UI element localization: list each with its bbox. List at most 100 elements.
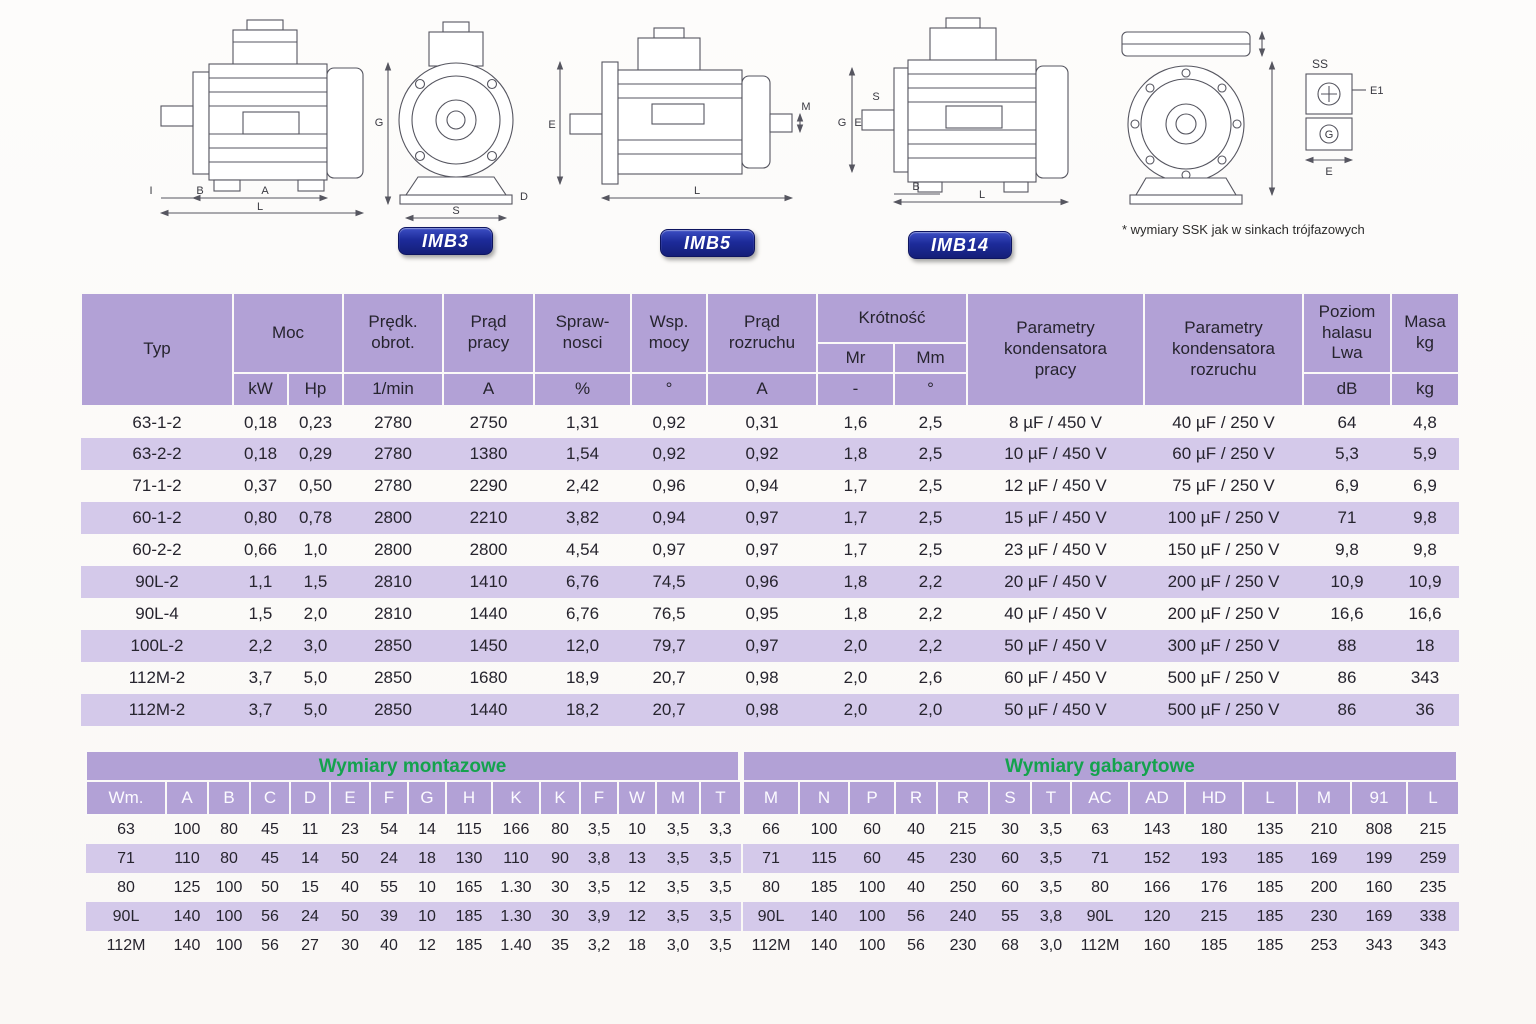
table-cell: 0,98 bbox=[745, 668, 779, 687]
table-cell: 343 bbox=[1419, 936, 1447, 954]
table-cell: 2850 bbox=[374, 636, 412, 655]
column-header: % bbox=[533, 372, 632, 407]
table-cell: 2780 bbox=[374, 476, 412, 495]
ss-label: SS bbox=[1312, 57, 1328, 71]
table-cell: 2810 bbox=[374, 572, 412, 591]
col-krotnosc: Krótność bbox=[816, 292, 968, 344]
table-cell: 100 µF / 250 V bbox=[1167, 508, 1280, 527]
column-header: F bbox=[369, 780, 409, 816]
table-cell: 10 bbox=[418, 878, 436, 896]
table-cell: 120 bbox=[1143, 907, 1171, 925]
table-cell: 215 bbox=[1419, 821, 1447, 838]
table-cell: 3,7 bbox=[248, 700, 273, 719]
table-cell: 0,96 bbox=[745, 572, 779, 591]
table-cell: 2,2 bbox=[248, 636, 273, 655]
dim-label: A bbox=[261, 185, 269, 197]
dim-label: G bbox=[1325, 129, 1334, 141]
drawing-ss-detail bbox=[1304, 73, 1366, 164]
table-cell: 0,97 bbox=[745, 508, 779, 527]
table-cell: 1,8 bbox=[843, 572, 868, 591]
table-cell: 1380 bbox=[469, 444, 508, 463]
table-cell: 240 bbox=[949, 907, 977, 925]
table-cell: 0,92 bbox=[745, 444, 779, 463]
table-cell: 112M-2 bbox=[128, 668, 186, 687]
table-cell: 56 bbox=[907, 936, 925, 954]
table-cell: 20,7 bbox=[652, 668, 686, 687]
col-poziom-halasu: Poziom halasu Lwa bbox=[1302, 292, 1392, 374]
table-cell: 63 bbox=[117, 821, 135, 838]
table-cell: 18 bbox=[418, 849, 436, 867]
table-cell: 63 bbox=[1091, 821, 1109, 838]
table-cell: 2,5 bbox=[918, 476, 943, 495]
table-cell: 100 bbox=[858, 936, 886, 954]
table-cell: 135 bbox=[1256, 821, 1284, 838]
table-cell: 140 bbox=[810, 907, 838, 925]
column-header: 1/min bbox=[342, 372, 444, 407]
col-sprawnosc: Spraw- nosci bbox=[533, 292, 632, 374]
table-cell: 5,0 bbox=[303, 668, 328, 687]
dim-label: E bbox=[854, 117, 861, 129]
table-cell: 112M bbox=[1080, 936, 1120, 954]
table-cell: 0,18 bbox=[243, 412, 278, 432]
table-cell: 185 bbox=[1256, 849, 1284, 867]
dim-label: E1 bbox=[1370, 85, 1383, 97]
table-cell: 1410 bbox=[469, 572, 508, 591]
table-cell: 1,54 bbox=[565, 444, 600, 463]
table-cell: 1.40 bbox=[500, 936, 532, 954]
table-cell: 185 bbox=[455, 936, 483, 954]
table-cell: 185 bbox=[1256, 936, 1284, 954]
table-cell: 2,0 bbox=[918, 700, 943, 719]
col-predkosc: Prędk. obrot. bbox=[342, 292, 444, 374]
table-cell: 3,8 bbox=[1039, 907, 1063, 925]
table-cell: 71 bbox=[117, 849, 135, 867]
table-cell: 80 bbox=[117, 878, 135, 896]
drawing-imb3-front-view bbox=[384, 21, 514, 222]
table-cell: 343 bbox=[1410, 668, 1440, 687]
table-cell: 112M bbox=[106, 936, 146, 954]
column-header: H bbox=[445, 780, 493, 816]
dim-label: G bbox=[375, 117, 384, 129]
table-cell: 100 bbox=[173, 821, 201, 838]
table-cell: 808 bbox=[1365, 821, 1393, 838]
table-cell: 3,5 bbox=[666, 907, 690, 925]
table-cell: 2,5 bbox=[918, 412, 943, 432]
drawing-flange-front-view bbox=[1121, 30, 1276, 205]
table-cell: 20 µF / 450 V bbox=[1004, 572, 1107, 591]
table-cell: 112M-2 bbox=[128, 700, 186, 719]
column-header: S bbox=[988, 780, 1032, 816]
dim-label: L bbox=[979, 189, 985, 201]
table-cell: 3,5 bbox=[587, 878, 611, 896]
table-cell: 2810 bbox=[374, 604, 412, 623]
table-cell: 115 bbox=[456, 821, 482, 838]
drawing-imb5-side-view bbox=[556, 27, 804, 202]
table-cell: 45 bbox=[261, 849, 279, 867]
table-cell: 71-1-2 bbox=[132, 476, 182, 495]
dim-label: B bbox=[196, 185, 203, 197]
column-header: G bbox=[407, 780, 447, 816]
table-cell: 2,0 bbox=[843, 636, 868, 655]
col-kondensator-rozruchu: Parametry kondensatora rozruchu bbox=[1143, 292, 1304, 407]
column-header: kg bbox=[1390, 372, 1460, 407]
table-cell: 60-2-2 bbox=[132, 540, 182, 559]
column-header: M bbox=[742, 780, 800, 816]
table-cell: 68 bbox=[1001, 936, 1019, 954]
table-cell: 110 bbox=[503, 849, 529, 867]
table-cell: 0,97 bbox=[745, 636, 779, 655]
table-cell: 56 bbox=[261, 936, 279, 954]
table-cell: 12 µF / 450 V bbox=[1004, 476, 1107, 495]
table-cell: 3,5 bbox=[709, 936, 732, 954]
table-cell: 140 bbox=[173, 936, 201, 954]
table-cell: 185 bbox=[1256, 907, 1284, 925]
table-cell: 80 bbox=[220, 821, 238, 838]
table-cell: 140 bbox=[173, 907, 201, 925]
table-cell: 90 bbox=[551, 849, 569, 867]
table-cell: 100 bbox=[215, 878, 243, 896]
table-cell: 500 µF / 250 V bbox=[1167, 700, 1280, 719]
table-cell: 2,0 bbox=[843, 668, 868, 687]
column-header: R bbox=[894, 780, 938, 816]
